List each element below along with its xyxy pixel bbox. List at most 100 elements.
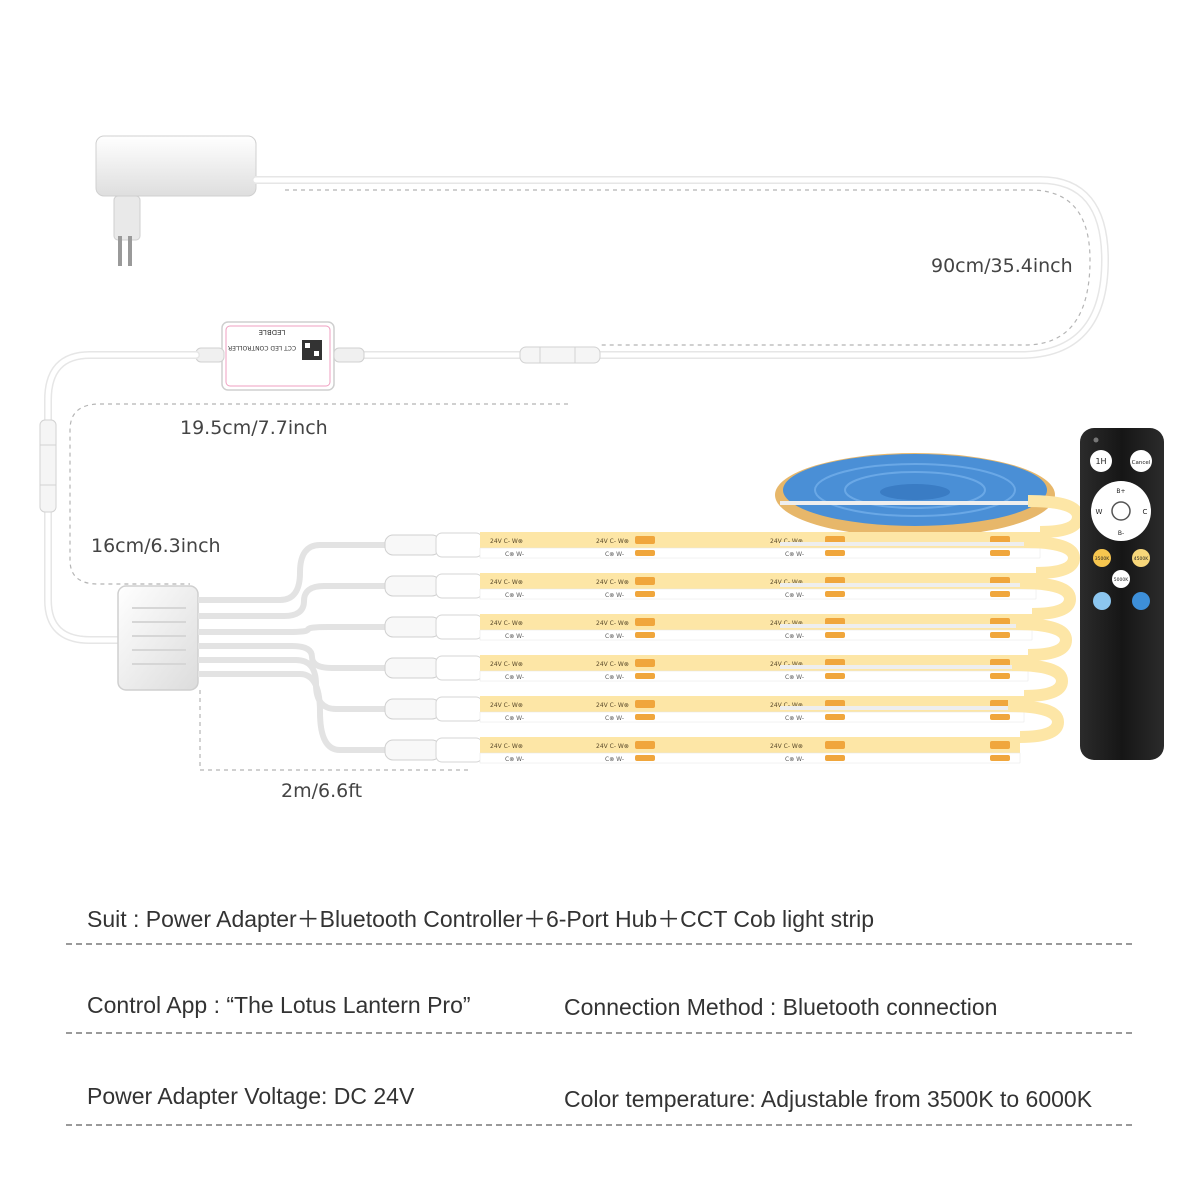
adapter-cable-dimension bbox=[285, 189, 1091, 346]
strip-mark: 24V C- W⊗ bbox=[596, 620, 629, 627]
divider bbox=[66, 943, 1132, 945]
strip-mark: C⊗ W- bbox=[605, 633, 624, 640]
strip-mark: C⊗ W- bbox=[505, 715, 524, 722]
strip-mark: C⊗ W- bbox=[505, 756, 524, 763]
strip-mark: 24V C- W⊗ bbox=[770, 702, 803, 709]
strip-cable bbox=[198, 542, 392, 603]
strip-pad bbox=[825, 714, 845, 720]
strip-curl bbox=[1023, 536, 1081, 579]
strip-mark: 24V C- W⊗ bbox=[490, 743, 523, 750]
strip-pad bbox=[635, 591, 655, 597]
strip-curl bbox=[1027, 495, 1085, 538]
power-icon bbox=[1111, 501, 1131, 521]
strip-pad bbox=[635, 632, 655, 638]
strip-pad bbox=[635, 741, 655, 749]
remote-1h-button bbox=[1090, 450, 1112, 472]
remote-1h-label: 1H bbox=[1095, 457, 1106, 466]
strip-base bbox=[479, 711, 1025, 723]
strip-mark: 24V C- W⊗ bbox=[770, 579, 803, 586]
strip-pad bbox=[635, 659, 655, 667]
strip-plug-cap bbox=[435, 614, 483, 640]
remote-cancel-label: Cancel bbox=[1132, 460, 1151, 466]
connection-method-spec: Connection Method : Bluetooth connection bbox=[564, 994, 998, 1020]
strip-cable bbox=[198, 583, 392, 619]
strip-mark: 24V C- W⊗ bbox=[596, 661, 629, 668]
strip-mark: 24V C- W⊗ bbox=[770, 743, 803, 750]
voltage-spec: Power Adapter Voltage: DC 24V bbox=[87, 1083, 415, 1109]
remote-cool-label: C bbox=[1143, 508, 1148, 516]
strip-cable bbox=[198, 624, 392, 635]
remote-cool-button bbox=[1093, 592, 1111, 610]
adapter-cable-length: 90cm/35.4inch bbox=[931, 255, 1073, 277]
strip-mark: 24V C- W⊗ bbox=[770, 620, 803, 627]
strip-mark: 24V C- W⊗ bbox=[770, 661, 803, 668]
strip-pad bbox=[825, 673, 845, 679]
strip-light bbox=[480, 737, 1020, 753]
strip-mark: 24V C- W⊗ bbox=[490, 620, 523, 627]
controller-brand: LEDBLE bbox=[259, 328, 286, 336]
remote-brighter-label: B+ bbox=[1116, 488, 1125, 495]
strip-pad bbox=[825, 741, 845, 749]
strip-plug-cap bbox=[435, 696, 483, 722]
strip-mark: 24V C- W⊗ bbox=[770, 538, 803, 545]
strip-reel bbox=[775, 453, 1055, 537]
strip-cable bbox=[198, 671, 392, 753]
strip-mark: C⊗ W- bbox=[505, 592, 524, 599]
strip-mark: 24V C- W⊗ bbox=[596, 538, 629, 545]
remote-5000k-button bbox=[1112, 570, 1130, 588]
remote-control bbox=[1080, 428, 1164, 760]
strip-pad bbox=[990, 632, 1010, 638]
strip-mark: 24V C- W⊗ bbox=[596, 579, 629, 586]
strip-curl bbox=[1007, 700, 1065, 743]
strip-base bbox=[479, 588, 1037, 600]
strip-base bbox=[479, 629, 1033, 641]
strip-base bbox=[479, 547, 1041, 559]
strip-plug bbox=[384, 616, 441, 638]
strip-base bbox=[479, 752, 1021, 764]
controller-cable-length: 19.5cm/7.7inch bbox=[180, 417, 328, 439]
strip-plug-cap bbox=[435, 737, 483, 763]
strip-pad bbox=[990, 591, 1010, 597]
controller-name: CCT LED CONTROLLER bbox=[228, 344, 296, 351]
remote-warm-label: W bbox=[1096, 508, 1103, 516]
strip-mark: C⊗ W- bbox=[785, 551, 804, 558]
strip-curl bbox=[1011, 659, 1069, 702]
hub-cable-length: 16cm/6.3inch bbox=[91, 535, 221, 557]
strip-pad bbox=[990, 755, 1010, 761]
strip-pad bbox=[635, 714, 655, 720]
strip-mark: C⊗ W- bbox=[505, 633, 524, 640]
remote-4500k-button bbox=[1132, 549, 1150, 567]
strip-pad bbox=[825, 632, 845, 638]
strip-mark: C⊗ W- bbox=[785, 674, 804, 681]
strip-base bbox=[479, 670, 1029, 682]
bluetooth-controller bbox=[190, 321, 365, 391]
strip-pad bbox=[635, 577, 655, 585]
strip-pad bbox=[635, 536, 655, 544]
strip-mark: C⊗ W- bbox=[605, 756, 624, 763]
strip-pad bbox=[825, 550, 845, 556]
strip-mark: 24V C- W⊗ bbox=[490, 661, 523, 668]
strip-plug bbox=[384, 534, 441, 556]
strip-mark: C⊗ W- bbox=[785, 715, 804, 722]
strip-pad bbox=[990, 741, 1010, 749]
strip-pad bbox=[635, 618, 655, 626]
remote-cancel-button bbox=[1130, 450, 1152, 472]
strip-plug bbox=[384, 739, 441, 761]
remote-4500k-label: 4500K bbox=[1134, 556, 1149, 562]
strip-mark: C⊗ W- bbox=[605, 715, 624, 722]
strip-pad bbox=[635, 700, 655, 708]
strip-mark: 24V C- W⊗ bbox=[596, 702, 629, 709]
remote-dimmer-label: B- bbox=[1118, 530, 1124, 537]
strip-mark: C⊗ W- bbox=[605, 551, 624, 558]
remote-3500k-label: 3500K bbox=[1095, 556, 1110, 562]
strip-pad bbox=[990, 550, 1010, 556]
strip-pad bbox=[990, 714, 1010, 720]
remote-5000k-label: 5000K bbox=[1114, 577, 1129, 583]
strip-pad bbox=[635, 550, 655, 556]
strip-pad bbox=[635, 673, 655, 679]
control-app-spec: Control App : “The Lotus Lantern Pro” bbox=[87, 992, 471, 1018]
strip-plug-cap bbox=[435, 573, 483, 599]
cob-strips: 24V C- W⊗ 24V C- W⊗ 24V C- W⊗ C⊗ W- C⊗ W- C⊗ … bbox=[198, 495, 1085, 764]
divider bbox=[66, 1124, 1132, 1126]
controller-cable-dimension bbox=[69, 403, 568, 585]
